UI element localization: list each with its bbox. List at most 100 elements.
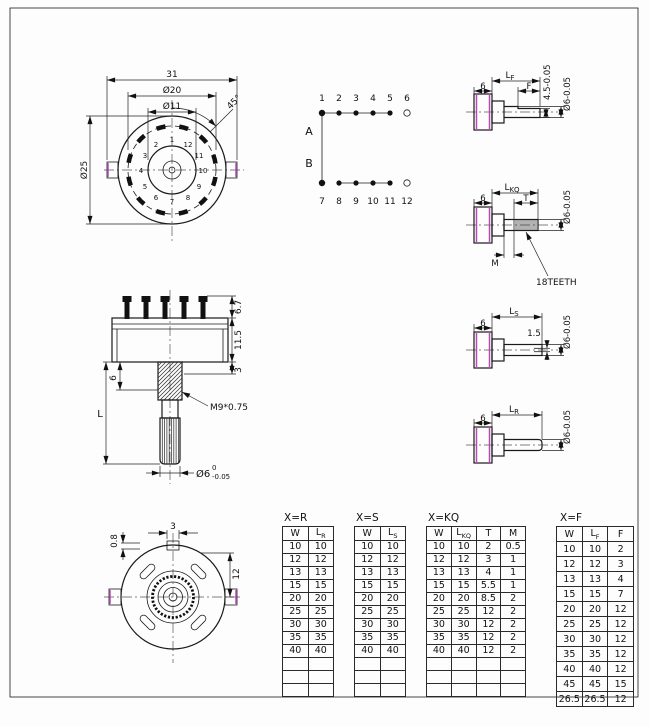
table-cell: 12 bbox=[282, 552, 309, 567]
stop-tab bbox=[166, 540, 180, 551]
table-cell: 12 bbox=[475, 617, 502, 632]
right-ear bbox=[225, 161, 238, 179]
dim-angle: 45° bbox=[225, 93, 243, 111]
table-cell bbox=[475, 669, 502, 684]
pin-label: 11 bbox=[384, 197, 395, 207]
pin-row-b bbox=[318, 179, 411, 187]
table-cell bbox=[354, 682, 381, 697]
terminal-pins bbox=[122, 296, 208, 319]
table-cell: 40 bbox=[556, 661, 583, 677]
dim-body: 6 bbox=[480, 319, 485, 329]
table-cell: 12 bbox=[475, 630, 502, 645]
table-cell: 15 bbox=[581, 586, 609, 602]
table-cell bbox=[282, 656, 309, 671]
table-row bbox=[426, 682, 526, 697]
column-header: M bbox=[500, 526, 526, 541]
pin-number: 7 bbox=[170, 198, 174, 206]
table-cell bbox=[500, 656, 526, 671]
table-cell: 35 bbox=[450, 630, 477, 645]
table-cell: 30 bbox=[426, 617, 452, 632]
inner-circle bbox=[147, 145, 197, 195]
table-cell: 35 bbox=[581, 646, 609, 662]
knurl-hatch bbox=[161, 418, 179, 464]
side-view-dimensions: 6.7 11.5 3 6 L M9*0.75 Ø6 0 -0.05 bbox=[97, 295, 248, 481]
table-cell: 20 bbox=[581, 601, 609, 617]
table-cell: 2 bbox=[500, 630, 526, 645]
side-view: 6.7 11.5 3 6 L M9*0.75 Ø6 0 -0.05 bbox=[97, 290, 248, 484]
table-row bbox=[426, 669, 526, 684]
table-cell: 26.5 bbox=[556, 691, 583, 707]
shaft-variant-ls: LS 6 1.5 Ø6-0.05 bbox=[466, 307, 573, 369]
table-cell: 10 bbox=[450, 539, 477, 554]
dimensions: LR 6 Ø6-0.05 bbox=[473, 405, 573, 451]
table-cell: 10 bbox=[282, 539, 309, 554]
variant-label: LKQ bbox=[504, 183, 520, 194]
pin-numbers: 1 2 3 4 5 6 7 8 9 10 11 12 bbox=[139, 136, 208, 206]
table-cell: 25 bbox=[379, 604, 406, 619]
pin-number: 1 bbox=[170, 136, 174, 144]
dim-dia: Ø6-0.05 bbox=[562, 315, 573, 349]
shaft-circle bbox=[162, 160, 182, 180]
left-ear bbox=[108, 588, 122, 606]
table-cell: 35 bbox=[426, 630, 452, 645]
dim-plain-length: M bbox=[491, 259, 498, 269]
table-cell: 20 bbox=[379, 591, 406, 606]
pin-label: 6 bbox=[404, 94, 410, 104]
center-hole bbox=[168, 592, 178, 602]
dim-tab-width: 3 bbox=[170, 522, 176, 532]
table-cell: 2 bbox=[500, 617, 526, 632]
bushing bbox=[491, 433, 505, 457]
table-cell bbox=[500, 682, 526, 697]
table-cell bbox=[379, 669, 406, 684]
table-cell bbox=[307, 669, 334, 684]
dim-flat-height: 4.5-0.05 bbox=[543, 64, 553, 100]
table-cell: 40 bbox=[426, 643, 452, 658]
column-header: LS bbox=[379, 526, 406, 541]
pin-number: 6 bbox=[154, 194, 159, 202]
table-cell bbox=[426, 656, 452, 671]
table-cell: 30 bbox=[556, 631, 583, 647]
table-cell: 1 bbox=[500, 552, 526, 567]
column-header: LF bbox=[581, 526, 609, 542]
table-cell: 10 bbox=[426, 539, 452, 554]
table-cell: 25 bbox=[426, 604, 452, 619]
table-cell: 35 bbox=[556, 646, 583, 662]
top-view: 1 2 3 4 5 6 7 8 9 10 11 12 31 Ø20 Ø bbox=[79, 70, 244, 242]
table-cell: 30 bbox=[450, 617, 477, 632]
table-cell: 13 bbox=[354, 565, 381, 580]
pin-number: 12 bbox=[184, 141, 193, 149]
table-cell bbox=[450, 656, 477, 671]
table-cell bbox=[282, 682, 309, 697]
table-cell: 10 bbox=[556, 541, 583, 557]
table-cell: 40 bbox=[282, 643, 309, 658]
table-cell: 20 bbox=[307, 591, 334, 606]
table-cell: 12 bbox=[581, 556, 609, 572]
table-cell: 20 bbox=[282, 591, 309, 606]
dim-pin-height: 6.7 bbox=[234, 300, 244, 314]
column-header: W bbox=[282, 526, 309, 541]
table-title-xr: X=R bbox=[284, 512, 308, 524]
dim-teeth-length: T bbox=[522, 194, 529, 204]
table-cell: 30 bbox=[354, 617, 381, 632]
column-header: W bbox=[556, 526, 583, 542]
table-cell: 35 bbox=[379, 630, 406, 645]
table-cell: 0.5 bbox=[500, 539, 526, 554]
thread-hatch bbox=[158, 362, 182, 400]
table-cell: 25 bbox=[581, 616, 609, 632]
table-cell: 12 bbox=[307, 552, 334, 567]
